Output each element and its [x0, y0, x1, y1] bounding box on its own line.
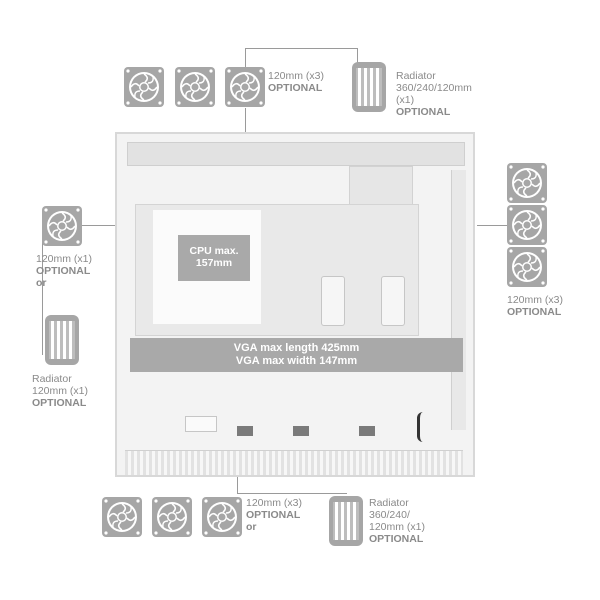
cpu-clearance-title: CPU max. [189, 245, 239, 257]
cpu-clearance-value: 157mm [195, 257, 233, 269]
bottom-radiator-size-count: 120mm (x1) [369, 521, 426, 533]
right-connector-h [477, 225, 507, 226]
top-fans-label: 120mm (x3) OPTIONAL [268, 70, 324, 94]
fan-icon [102, 497, 142, 537]
left-radiator-optional: OPTIONAL [32, 397, 87, 409]
bottom-fans-size: 120mm (x3) [246, 497, 303, 509]
right-fans-size: 120mm (x3) [507, 294, 564, 306]
case-bottom-vent [125, 450, 463, 475]
fan-icon [507, 247, 547, 287]
fan-icon [507, 205, 547, 245]
top-connector-down [245, 108, 246, 146]
fan-icon [152, 497, 192, 537]
top-radiator-optional: OPTIONAL [396, 106, 451, 118]
bottom-radiator-label: Radiator 360/240/ 120mm (x1) OPTIONAL [369, 497, 425, 545]
psu-bay [349, 166, 413, 206]
left-radiator-title: Radiator [32, 373, 72, 385]
right-fans-optional: OPTIONAL [507, 306, 562, 318]
left-fan-optional: OPTIONAL [36, 265, 91, 277]
top-fans-optional: OPTIONAL [268, 82, 323, 94]
bottom-fans-label: 120mm (x3) OPTIONAL or [246, 497, 302, 533]
fan-icon [507, 163, 547, 203]
vga-max-width: VGA max width 147mm [235, 355, 358, 367]
bottom-radiator-sizes: 360/240/ [369, 509, 410, 521]
top-fans-size: 120mm (x3) [268, 70, 325, 82]
radiator-icon [329, 496, 363, 546]
drive-cutout-4 [359, 426, 375, 436]
case-right-panel [451, 170, 466, 430]
cpu-clearance-box: CPU max. 157mm [178, 235, 250, 281]
left-radiator-label: Radiator 120mm (x1) OPTIONAL [32, 373, 88, 409]
radiator-icon [45, 315, 79, 365]
left-radiator-size: 120mm (x1) [32, 385, 89, 397]
top-radiator-title: Radiator [396, 70, 436, 82]
top-connector-right [357, 48, 358, 64]
cable-bundle [417, 412, 434, 442]
fan-icon [225, 67, 265, 107]
bottom-radiator-optional: OPTIONAL [369, 533, 424, 545]
bottom-radiator-title: Radiator [369, 497, 409, 509]
top-connector-left [245, 48, 246, 70]
fan-icon [202, 497, 242, 537]
bottom-connector-v [237, 477, 238, 493]
fan-icon [175, 67, 215, 107]
drive-cutout-1 [185, 416, 217, 432]
top-radiator-label: Radiator 360/240/120mm (x1) OPTIONAL [396, 70, 472, 118]
top-connector-h [245, 48, 358, 49]
cable-slot-1 [321, 276, 345, 326]
bottom-fans-or: or [246, 521, 257, 533]
case-top-rail [127, 142, 465, 166]
pc-case-side-view [115, 132, 475, 477]
right-fans-label: 120mm (x3) OPTIONAL [507, 294, 563, 318]
left-fan-or: or [36, 277, 47, 289]
bottom-connector-h [237, 493, 347, 494]
fan-icon [42, 206, 82, 246]
drive-cutout-2 [237, 426, 253, 436]
vga-max-length: VGA max length 425mm [233, 342, 360, 354]
radiator-icon [352, 62, 386, 112]
cable-slot-2 [381, 276, 405, 326]
left-fan-label: 120mm (x1) OPTIONAL or [36, 253, 92, 289]
left-connector [42, 225, 43, 355]
bottom-fans-optional: OPTIONAL [246, 509, 301, 521]
drive-cutout-3 [293, 426, 309, 436]
fan-icon [124, 67, 164, 107]
top-radiator-sizes: 360/240/120mm [396, 82, 472, 94]
vga-clearance-bar: VGA max length 425mm VGA max width 147mm [130, 338, 463, 372]
top-radiator-count: (x1) [396, 94, 415, 106]
left-fan-size: 120mm (x1) [36, 253, 93, 265]
